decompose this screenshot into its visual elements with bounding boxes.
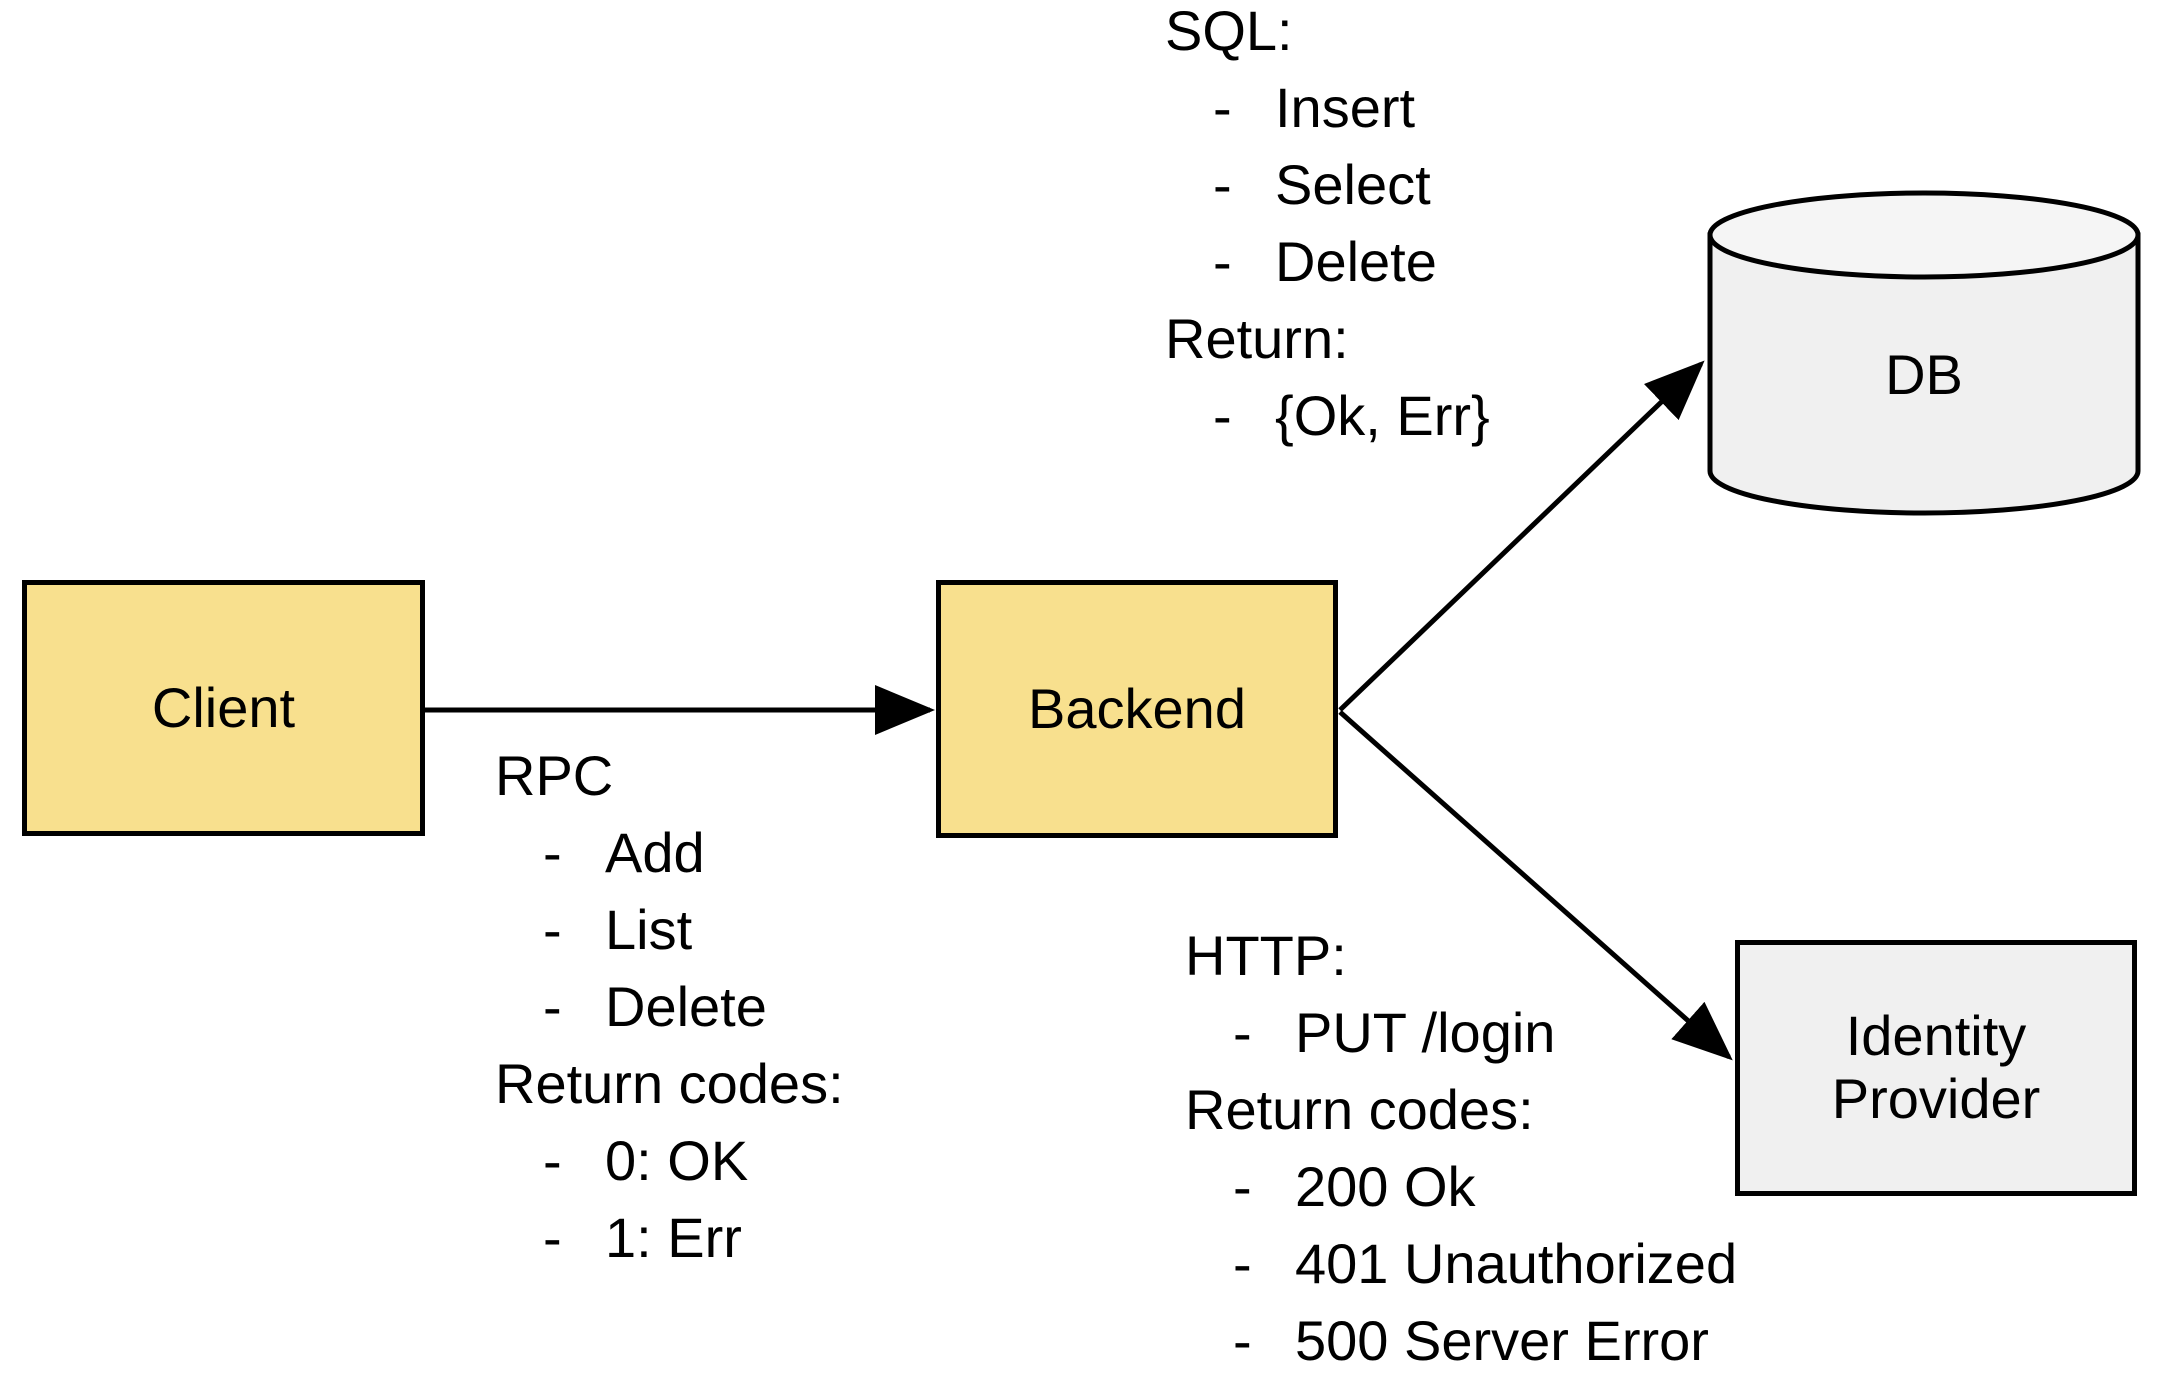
annotation-http-title: HTTP: [1185, 924, 1347, 987]
bullet-dash-icon: - [1233, 1001, 1252, 1064]
bullet-dash-icon: - [543, 821, 562, 884]
bullet-dash-icon: - [1233, 1309, 1252, 1372]
annotation-sql: SQL: - Insert - Select - Delete Return: … [1165, 0, 1490, 454]
bullet-dash-icon: - [543, 898, 562, 961]
annotation-sql-item: - Delete [1165, 223, 1490, 300]
bullet-dash-icon: - [1213, 384, 1232, 447]
annotation-http-return: - 401 Unauthorized [1185, 1225, 1737, 1302]
annotation-rpc-returns-title: Return codes: [495, 1052, 844, 1115]
bullet-dash-icon: - [1213, 76, 1232, 139]
annotation-rpc-item: - Add [495, 814, 844, 891]
annotation-rpc-item: - List [495, 891, 844, 968]
annotation-http-returns-title: Return codes: [1185, 1078, 1534, 1141]
db-cylinder-top [1707, 190, 2141, 280]
bullet-dash-icon: - [543, 1206, 562, 1269]
bullet-dash-icon: - [1233, 1232, 1252, 1295]
annotation-rpc-return: - 1: Err [495, 1199, 844, 1276]
node-backend[interactable]: Backend [936, 580, 1338, 838]
bullet-dash-icon: - [1233, 1155, 1252, 1218]
node-client-label: Client [151, 675, 296, 739]
node-identity-provider-label-line1: Identity [1845, 1004, 2027, 1068]
annotation-http-return: - 500 Server Error [1185, 1302, 1737, 1379]
node-db-label: DB [1885, 342, 1963, 406]
annotation-http: HTTP: - PUT /login Return codes: - 200 O… [1185, 917, 1737, 1379]
annotation-sql-title: SQL: [1165, 0, 1293, 62]
node-client[interactable]: Client [22, 580, 425, 836]
node-backend-label: Backend [1028, 676, 1246, 740]
bullet-dash-icon: - [1213, 230, 1232, 293]
annotation-rpc-return: - 0: OK [495, 1122, 844, 1199]
annotation-sql-item: - Select [1165, 146, 1490, 223]
annotation-rpc: RPC - Add - List - Delete Return codes: … [495, 737, 844, 1276]
annotation-rpc-title: RPC [495, 744, 614, 807]
annotation-http-return: - 200 Ok [1185, 1148, 1737, 1225]
bullet-dash-icon: - [543, 1129, 562, 1192]
node-identity-provider-label: Identity Provider [1831, 1004, 2041, 1130]
node-identity-provider-label-line2: Provider [1831, 1067, 2041, 1130]
bullet-dash-icon: - [543, 975, 562, 1038]
annotation-sql-return: - {Ok, Err} [1165, 377, 1490, 454]
node-db[interactable]: DB [1710, 330, 2138, 420]
bullet-dash-icon: - [1213, 153, 1232, 216]
annotation-http-item: - PUT /login [1185, 994, 1737, 1071]
annotation-rpc-item: - Delete [495, 968, 844, 1045]
annotation-sql-item: - Insert [1165, 69, 1490, 146]
node-identity-provider[interactable]: Identity Provider [1735, 940, 2137, 1196]
annotation-sql-returns-title: Return: [1165, 307, 1349, 370]
